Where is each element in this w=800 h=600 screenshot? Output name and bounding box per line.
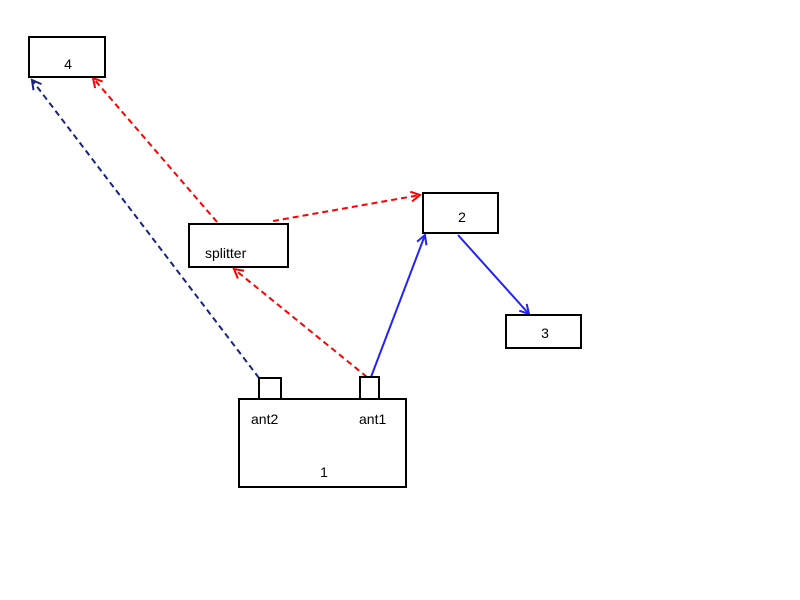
port-ant2[interactable] [258, 377, 282, 400]
node-1-label: 1 [320, 464, 328, 480]
node-3-label: 3 [541, 325, 549, 341]
edge-splitter-to-2[interactable] [272, 195, 420, 222]
node-2-label: 2 [458, 209, 466, 225]
node-4-label: 4 [64, 56, 72, 72]
node-splitter[interactable]: splitter [188, 223, 289, 268]
node-1[interactable]: 1 ant2 ant1 [238, 376, 407, 488]
port-ant1[interactable] [359, 376, 380, 400]
edge-ant1-to-2[interactable] [370, 235, 425, 378]
node-2[interactable]: 2 [422, 192, 499, 234]
edge-splitter-to-4[interactable] [93, 78, 218, 223]
edge-ant2-to-4[interactable] [32, 80, 260, 379]
node-splitter-label: splitter [205, 245, 247, 261]
edge-ant1-to-splitter[interactable] [234, 269, 368, 378]
node-3[interactable]: 3 [505, 314, 582, 349]
edge-2-to-3[interactable] [457, 234, 529, 314]
node-4[interactable]: 4 [28, 36, 106, 78]
port-ant1-label: ant1 [359, 411, 386, 427]
port-ant2-label: ant2 [251, 411, 278, 427]
